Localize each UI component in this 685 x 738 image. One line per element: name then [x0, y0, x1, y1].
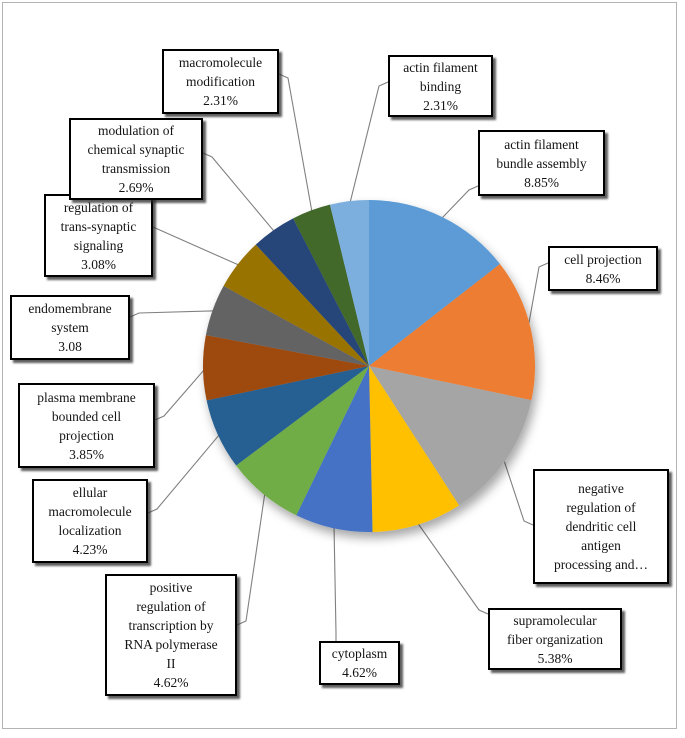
callout-modulation-of-chemical-synaptic-transmission: modulation of chemical synaptic transmissi…: [69, 118, 203, 200]
callout-text-line: 2.31%: [423, 97, 458, 113]
callout-text-line: 3.85%: [69, 446, 104, 462]
leader-line-positive-regulation-of-transcription-by-rna-polymerase-ii: [236, 491, 266, 626]
callout-text-line: 2.69%: [118, 180, 154, 195]
pie-slice-supramolecular-fiber-organization: [369, 366, 460, 532]
callout-text-line: macromolecule: [178, 55, 263, 70]
pie-slices-group: [203, 200, 536, 532]
pie-slice-plasma-membrane-bounded-cell-projection: [203, 335, 369, 401]
callout-text-line: supramolecular: [513, 612, 597, 628]
leader-line-endomembrane-system: [129, 310, 216, 318]
callout-plasma-membrane-bounded-cell-projection: plasma membrane bounded cell projection 3.8…: [18, 383, 155, 468]
callout-text-line: 4.23%: [72, 542, 108, 557]
callout-text-line: regulation of: [566, 500, 636, 515]
callout-negative-regulation-of-dendritic-cell-antigen-processing-and: negative regulation of dendritic cell antig…: [533, 469, 669, 584]
callout-text-line: processing and…: [553, 557, 649, 572]
callout-text-line: fiber organization: [506, 631, 604, 647]
callout-text-line: 2.31%: [203, 93, 238, 108]
callout-positive-regulation-of-transcription-by-rna-polymerase-ii: positive regulation of transcription by RNA…: [105, 574, 237, 696]
leader-line-plasma-membrane-bounded-cell-projection: [154, 367, 207, 421]
leader-lines-group: [129, 73, 549, 641]
pie-slice-negative-regulation-of-dendritic-cell-antigen-processing-and: [369, 366, 532, 506]
callout-text-line: regulation of: [136, 599, 206, 614]
callout-text-line: signaling: [73, 237, 124, 253]
callout-macromolecule-modification: macromolecule modification 2.31%: [162, 49, 279, 114]
callout-text-line: actin filament: [403, 59, 478, 75]
callout-text-line: regulation of: [63, 199, 134, 215]
callout-text-line: modulation of: [97, 123, 175, 138]
callout-supramolecular-fiber-organization: supramolecular fiber organization 5.38%: [488, 608, 622, 670]
leader-line-macromolecule-modification: [278, 73, 313, 214]
callout-text-line: transmission: [101, 161, 171, 176]
callout-text-line: RNA polymerase: [124, 637, 218, 652]
callout-actin-filament-binding: actin filament binding 2.31%: [388, 55, 493, 117]
pie-slice-actin-filament-bundle-assembly: [369, 200, 500, 366]
callout-text-line: actin filament: [504, 136, 579, 152]
leader-line-actin-filament-bundle-assembly: [440, 185, 479, 220]
callout-text-line: localization: [58, 523, 122, 538]
callout-text-line: cytoplasm: [331, 646, 388, 661]
callout-text-line: ellular: [72, 485, 108, 500]
callout-actin-filament-bundle-assembly: actin filament bundle assembly 8.85%: [478, 130, 605, 196]
pie-slice-macromolecule-modification: [293, 204, 369, 366]
callout-text-line: 3.08: [58, 339, 82, 354]
callout-text-line: 5.38%: [537, 650, 573, 666]
pie-slice-cytoplasm: [296, 366, 373, 532]
pie-slice-modulation-of-chemical-synaptic-transmission: [255, 218, 369, 366]
leader-line-negative-regulation-of-dendritic-cell-antigen-processing-and: [502, 458, 534, 526]
callout-text-line: transcription by: [128, 618, 214, 633]
callout-text-line: 8.85%: [524, 174, 559, 190]
callout-text-line: projection: [59, 427, 114, 443]
leader-line-cytoplasm: [333, 525, 337, 641]
callout-text-line: bundle assembly: [496, 155, 587, 171]
leader-line-regulation-of-trans-synaptic-signaling: [152, 226, 241, 267]
callout-text-line: chemical synaptic: [87, 142, 185, 157]
callout-text-line: cell projection: [564, 251, 642, 267]
pie-slice-cell-projection: [369, 263, 536, 401]
callout-text-line: negative: [578, 481, 624, 496]
callout-text-line: positive: [149, 580, 193, 595]
callout-text-line: endomembrane: [28, 301, 112, 316]
leader-line-modulation-of-chemical-synaptic-transmission: [202, 152, 276, 234]
callout-text-line: plasma membrane: [37, 389, 136, 405]
callout-text-line: 3.08%: [81, 256, 116, 272]
callout-text-line: trans-synaptic: [60, 218, 137, 234]
callout-text-line: macromolecule: [48, 504, 132, 519]
pie-slice-actin-filament-binding: [329, 200, 369, 366]
leader-line-ellular-macromolecule-localization: [147, 432, 221, 514]
callout-text-line: 4.62%: [342, 665, 377, 680]
leader-line-actin-filament-binding: [349, 81, 389, 205]
callout-cytoplasm: cytoplasm 4.62%: [319, 641, 400, 685]
callout-text-line: antigen: [581, 538, 621, 553]
callout-text-line: 8.46%: [585, 270, 621, 286]
callout-endomembrane-system: endomembrane system 3.08: [10, 295, 130, 360]
callout-cell-projection: cell projection 8.46%: [548, 246, 658, 291]
callout-text-line: II: [166, 656, 176, 671]
callout-text-line: 4.62%: [153, 675, 189, 690]
callout-regulation-of-trans-synaptic-signaling: regulation of trans-synaptic signaling 3.08…: [44, 194, 153, 277]
callout-text-line: binding: [419, 78, 462, 94]
pie-slice-endomembrane-system: [205, 285, 369, 366]
callout-text-line: bounded cell: [51, 408, 122, 424]
callout-ellular-macromolecule-localization: ellular macromolecule localization 4.23%: [32, 479, 148, 563]
callout-text-line: system: [51, 320, 89, 335]
pie-slice-positive-regulation-of-transcription-by-rna-polymerase-ii: [236, 366, 369, 516]
callout-text-line: dendritic cell: [565, 519, 637, 534]
leader-line-supramolecular-fiber-organization: [416, 521, 489, 615]
pie-slice-regulation-of-trans-synaptic-signaling: [223, 244, 369, 366]
callout-text-line: modification: [186, 74, 255, 89]
leader-line-cell-projection: [527, 262, 549, 330]
pie-slice-ellular-macromolecule-localization: [206, 366, 369, 466]
